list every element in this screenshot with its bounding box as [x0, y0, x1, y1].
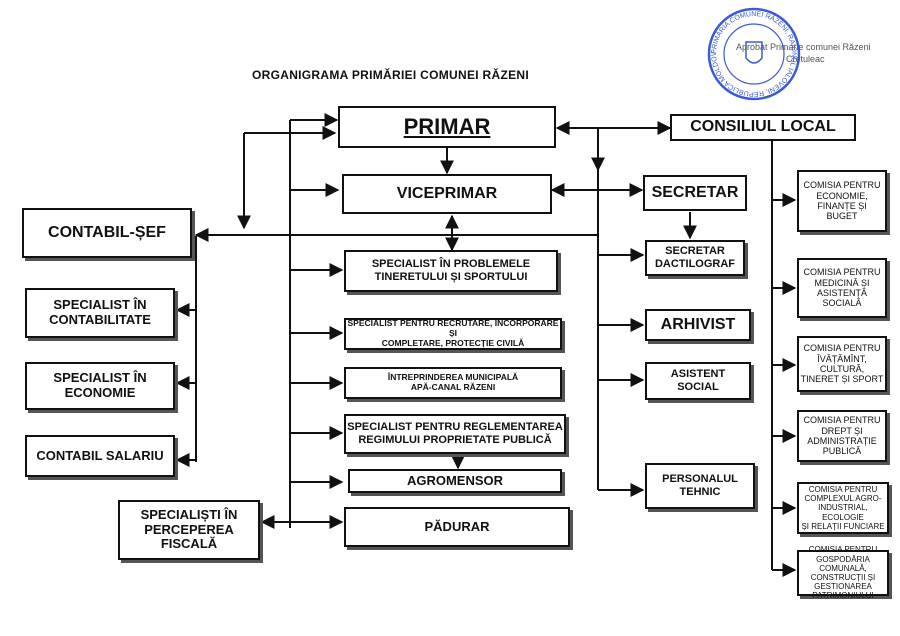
chart-title: ORGANIGRAMA PRIMĂRIEI COMUNEI RĂZENI	[252, 68, 530, 82]
node-personalul-tehnic: PERSONALUL TEHNIC	[645, 463, 755, 509]
node-viceprimar: VICEPRIMAR	[342, 174, 552, 214]
node-specialist-proprietate: SPECIALIST PENTRU REGLEMENTAREA REGIMULU…	[344, 414, 566, 454]
node-intreprinderea: ÎNTREPRINDEREA MUNICIPALĂ APĂ-CANAL RĂZE…	[344, 367, 562, 399]
node-arhivist: ARHIVIST	[645, 309, 751, 341]
node-specialist-recrutare: SPECIALIST PENTRU RECRUTARE, ÎNCORPORARE…	[344, 318, 562, 350]
approval-line-2: Cretuleac	[786, 53, 825, 64]
node-comisia-invatamint: COMISIA PENTRU ÎVĂȚĂMÎNT, CULTURĂ, TINER…	[797, 336, 887, 392]
node-consiliul-local: CONSILIUL LOCAL	[670, 114, 856, 141]
node-specialisti-perceperea: SPECIALIȘTI ÎN PERCEPEREA FISCALĂ	[118, 500, 260, 560]
node-specialist-tineret: SPECIALIST ÎN PROBLEMELE TINERETULUI ȘI …	[344, 250, 558, 292]
node-comisia-agroindustrial: COMISIA PENTRU COMPLEXUL AGRO- INDUSTRIA…	[797, 482, 889, 534]
node-specialist-contabilitate: SPECIALIST ÎN CONTABILITATE	[25, 288, 175, 338]
node-comisia-gospodaria: COMISIA PENTRU GOSPODĂRIA COMUNALĂ, CONS…	[797, 545, 889, 600]
node-specialist-economie: SPECIALIST ÎN ECONOMIE	[25, 362, 175, 410]
approval-line-1: Aprobat Primarie comunei Răzeni	[736, 42, 871, 52]
node-agromensor: AGROMENSOR	[348, 469, 562, 493]
official-stamp: PRIMĂRIA COMUNEI RĂZENI, RAIONUL IALOVEN…	[706, 6, 801, 101]
node-contabil-salariu: CONTABIL SALARIU	[25, 435, 175, 477]
approval-note: Aprobat Primarie comunei Răzeni Cretulea…	[736, 42, 871, 65]
node-comisia-medicina: COMISIA PENTRU MEDICINĂ ȘI ASISTENȚĂ SOC…	[797, 258, 887, 318]
node-asistent-social: ASISTENT SOCIAL	[645, 362, 751, 400]
node-comisia-drept: COMISIA PENTRU DREPT ȘI ADMINISTRAȚIE PU…	[797, 410, 887, 462]
node-comisia-economie: COMISIA PENTRU ECONOMIE, FINANȚE ȘI BUGE…	[797, 170, 887, 232]
node-contabil-sef: CONTABIL-ȘEF	[22, 208, 192, 258]
node-padurar: PĂDURAR	[344, 507, 570, 547]
node-primar: PRIMAR	[338, 106, 556, 148]
node-secretar-dactilograf: SECRETAR DACTILOGRAF	[645, 240, 745, 276]
node-secretar: SECRETAR	[643, 175, 747, 211]
